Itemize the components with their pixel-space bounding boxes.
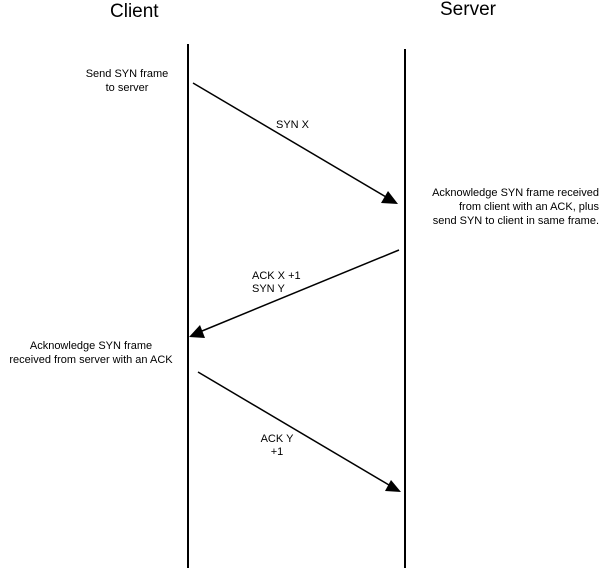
syn-x-label: SYN X — [276, 119, 310, 131]
server-header: Server — [440, 0, 496, 20]
ack-y-arrow — [197, 371, 401, 492]
ack-y-label: ACK Y +1 — [260, 433, 294, 458]
client-send-note: Send SYN frame to server — [85, 68, 169, 94]
ack-syn-arrow — [189, 249, 400, 338]
client-ack-note: Acknowledge SYN frame received from serv… — [9, 340, 173, 366]
syn-x-arrow — [192, 82, 398, 204]
client-header: Client — [110, 1, 159, 22]
ack-syn-label: ACK X +1 SYN Y — [252, 270, 301, 295]
server-ack-note: Acknowledge SYN frame received from clie… — [432, 187, 599, 227]
